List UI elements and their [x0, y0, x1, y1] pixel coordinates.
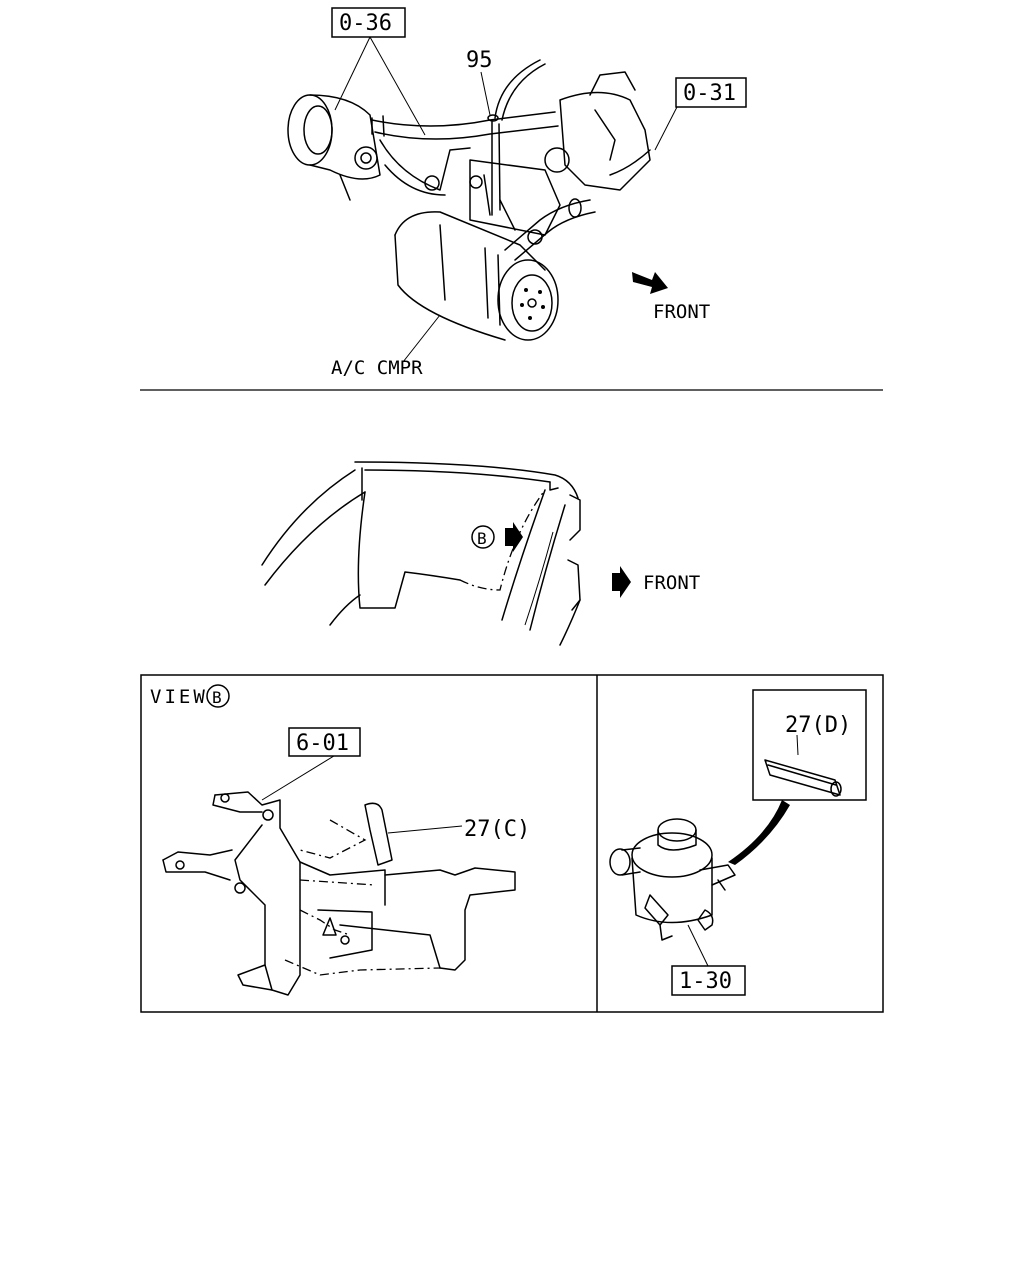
top-leaders — [334, 36, 678, 363]
view-b-title-marker-circle — [206, 684, 230, 708]
seal-strip-drawing — [764, 759, 842, 797]
tank-drawing — [609, 818, 736, 941]
leader-27d — [796, 734, 799, 756]
front-arrow-icon — [632, 272, 668, 294]
ref-0-36: 0-36 — [339, 11, 392, 36]
ref-6-01: 6-01 — [296, 731, 349, 756]
ref-box-6-01 — [288, 727, 361, 757]
ref-1-30: 1-30 — [679, 969, 732, 994]
view-b-marker: B — [477, 529, 487, 548]
ref-box-0-31 — [675, 77, 747, 108]
detail-box-27d — [752, 689, 867, 801]
ref-95: 95 — [466, 48, 493, 73]
front-label-middle: FRONT — [643, 572, 700, 594]
cab-outline-drawing — [261, 461, 581, 646]
front-arrow-icon — [612, 566, 631, 598]
view-b-title: VIEW — [150, 686, 208, 708]
ref-box-1-30 — [671, 965, 746, 996]
view-b-marker-circle — [471, 525, 495, 549]
bracket-drawing — [162, 791, 516, 996]
bottom-panel-frame — [140, 674, 884, 1013]
view-b-title-marker: B — [212, 688, 222, 707]
ref-0-31: 0-31 — [683, 81, 736, 106]
leader-27c — [387, 825, 463, 834]
compressor-label: A/C CMPR — [331, 357, 423, 379]
ref-box-0-36 — [331, 7, 406, 38]
curved-pointer-arrow-icon — [728, 800, 790, 865]
front-label-top: FRONT — [653, 301, 710, 323]
ref-27c: 27(C) — [464, 817, 530, 842]
view-b-arrow-icon — [505, 522, 523, 552]
leader-1-30 — [687, 924, 709, 967]
compressor-assembly-drawing — [287, 59, 651, 341]
ref-27d: 27(D) — [785, 713, 851, 738]
